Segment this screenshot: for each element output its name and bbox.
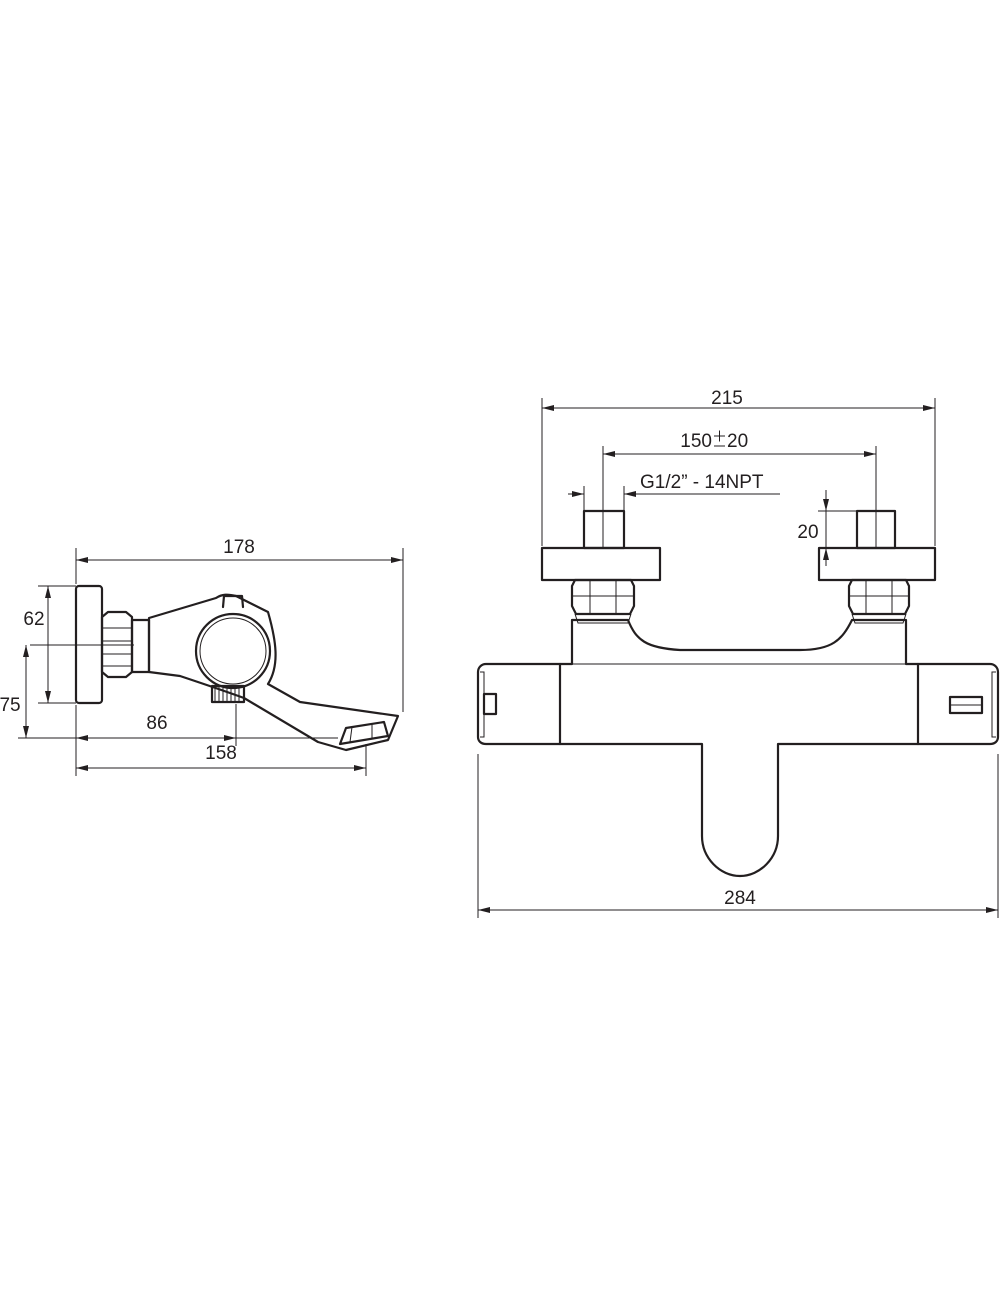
side-view: 178 62 75 86 <box>0 537 404 776</box>
dim-75-label: 75 <box>0 695 21 716</box>
dimension-150: 150 20 <box>602 430 877 548</box>
dimension-62: 62 <box>23 585 76 704</box>
dim-158-label: 158 <box>205 743 237 764</box>
right-hex-nut <box>847 578 911 616</box>
dim-62-label: 62 <box>23 609 44 630</box>
dimension-178: 178 <box>75 537 404 712</box>
left-hex-nut <box>570 578 636 616</box>
dimension-86: 86 <box>75 704 237 776</box>
front-view: 215 150 20 G1/2” - 14NPT <box>476 388 1000 918</box>
dimension-284: 284 <box>477 754 999 918</box>
dimension-thread: G1/2” - 14NPT <box>568 472 780 511</box>
dimension-215: 215 <box>541 388 936 546</box>
dim-178-label: 178 <box>223 537 255 558</box>
side-connector <box>130 618 151 674</box>
dim-150-label: 150 <box>680 431 712 452</box>
dim-20-label: 20 <box>797 522 818 543</box>
left-pipe-stub <box>582 509 626 550</box>
plus-minus-icon <box>714 430 725 447</box>
dim-thread-label: G1/2” - 14NPT <box>640 472 764 493</box>
mixer-body <box>558 618 920 878</box>
right-wall-flange <box>817 546 937 582</box>
dim-284-label: 284 <box>724 888 756 909</box>
dim-86-label: 86 <box>146 713 167 734</box>
dim-150-tolerance: 20 <box>727 431 748 452</box>
left-wall-flange <box>540 546 662 582</box>
side-knob <box>194 612 272 690</box>
side-spout-tip <box>338 720 390 746</box>
left-end-cap <box>476 662 562 746</box>
dimension-20: 20 <box>797 490 857 566</box>
side-body <box>147 593 400 752</box>
right-end-cap <box>916 662 1000 746</box>
side-shower-outlet <box>210 684 246 704</box>
dim-215-label: 215 <box>711 388 743 409</box>
dimension-158: 158 <box>76 743 367 776</box>
